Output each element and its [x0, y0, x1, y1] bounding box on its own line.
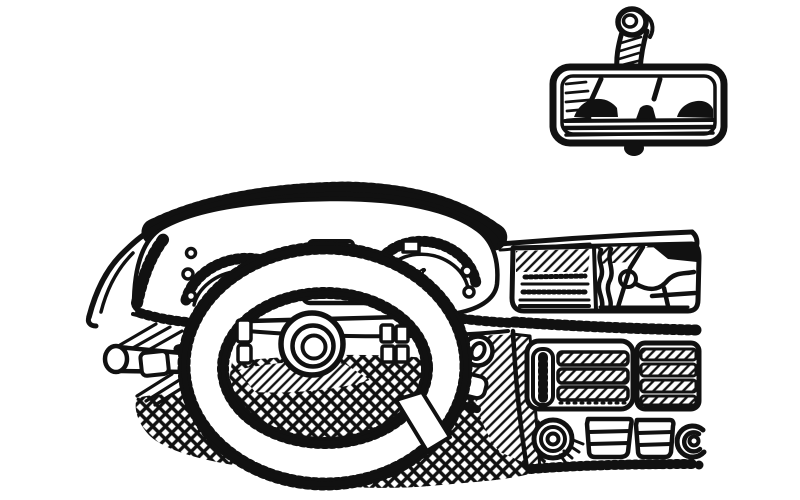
- turn-signal-stalk: [102, 343, 195, 378]
- hood-outline: [86, 186, 508, 320]
- wheel-spoke: [394, 390, 452, 453]
- volume-knob: [531, 417, 585, 465]
- air-vent-right: [634, 340, 702, 412]
- horn-pad: [278, 310, 346, 378]
- rearview-mirror: [549, 6, 728, 156]
- mirror-stalk-icon: [614, 6, 655, 73]
- console-hash-trim: [508, 316, 702, 336]
- warning-lights-left: [181, 246, 198, 303]
- wheel-buttons-left: [235, 318, 253, 365]
- steering-wheel: [177, 241, 473, 491]
- preset-buttons-1: [584, 416, 634, 460]
- preset-buttons-2: [633, 417, 676, 460]
- air-vent-left: [524, 338, 636, 412]
- wheel-buttons-right: [379, 323, 410, 364]
- console-bottom-trim: [526, 459, 699, 474]
- center-console: [508, 241, 707, 474]
- mirror-reflection: [562, 76, 717, 137]
- nav-map: [596, 244, 698, 311]
- console-display: [509, 241, 702, 314]
- mirror-adjust-tab: [624, 140, 644, 156]
- keyhole-icon: [469, 340, 487, 362]
- tuner-knob: [674, 423, 707, 460]
- warning-lights-right: [460, 264, 476, 299]
- dash-top-edge: [497, 229, 695, 247]
- radio-readout: [516, 249, 591, 308]
